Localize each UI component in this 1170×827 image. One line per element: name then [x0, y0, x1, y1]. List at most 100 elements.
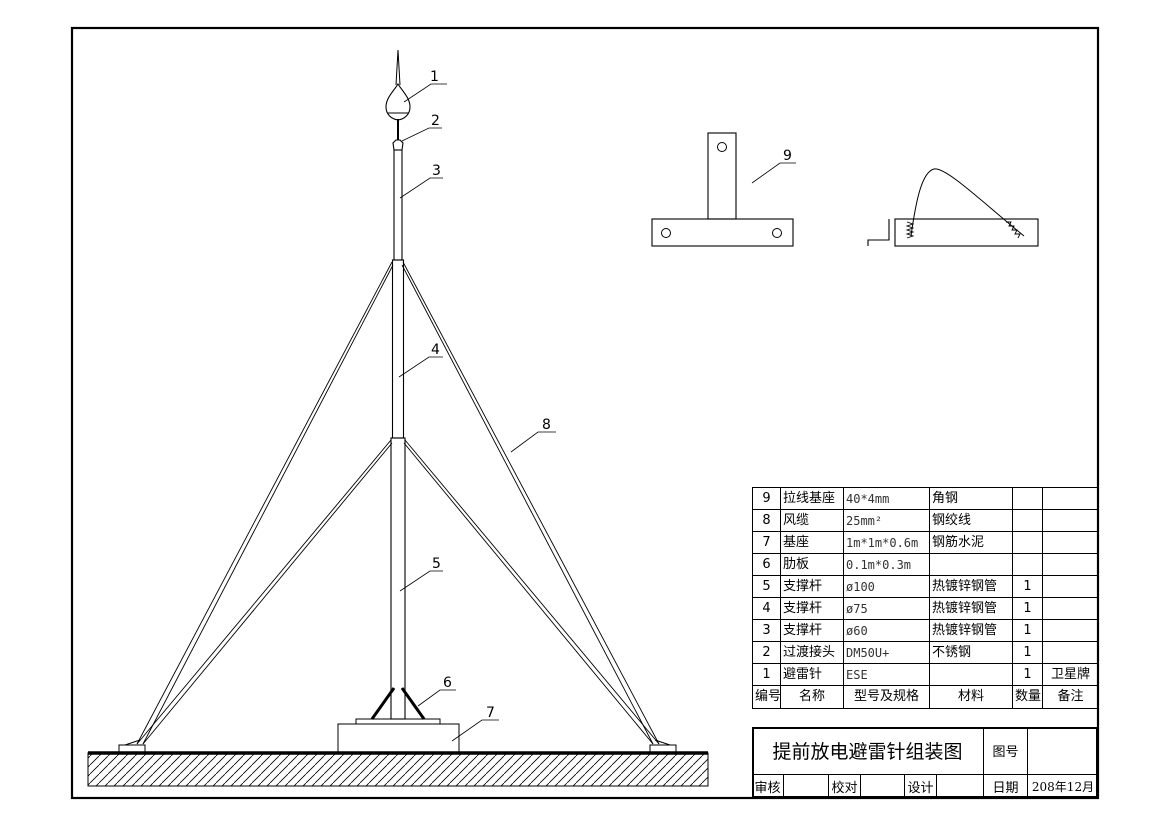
- ese-terminal-icon: [385, 49, 411, 121]
- cell-material: 钢绞线: [929, 509, 1013, 532]
- cell-no: 4: [752, 597, 781, 620]
- cell-spec: ø100: [843, 575, 930, 598]
- title-block: 提前放电避雷针组装图 图号 审核 校对 设计 日期 208年12月: [752, 727, 1098, 798]
- header-name: 名称: [780, 685, 844, 709]
- cell-qty: 1: [1012, 619, 1043, 642]
- cell-name: 过渡接头: [780, 641, 844, 664]
- cell-remark: [1042, 509, 1099, 532]
- design-value: [937, 775, 984, 798]
- cell-name: 基座: [780, 531, 844, 554]
- cell-name: 支撑杆: [780, 575, 844, 598]
- cell-spec: ESE: [843, 663, 930, 686]
- cell-name: 风缆: [780, 509, 844, 532]
- cell-qty: 1: [1012, 641, 1043, 664]
- header-spec: 型号及规格: [843, 685, 930, 709]
- drawing-no-value: [1028, 727, 1098, 775]
- cell-qty: [1012, 509, 1043, 532]
- header-remark: 备注: [1042, 685, 1099, 709]
- cell-spec: 0.1m*0.3m: [843, 553, 930, 576]
- cell-material: 热镀锌钢管: [929, 597, 1013, 620]
- check-label: 校对: [829, 775, 861, 798]
- cell-remark: [1042, 553, 1099, 576]
- cell-remark: [1042, 619, 1099, 642]
- cell-material: 角钢: [929, 487, 1013, 510]
- date-label: 日期: [984, 775, 1028, 798]
- cell-spec: 25mm²: [843, 509, 930, 532]
- guy-bracket-side-view: [867, 168, 1039, 247]
- cell-spec: 1m*1m*0.6m: [843, 531, 930, 554]
- callout-1: 1: [430, 69, 439, 85]
- cell-no: 3: [752, 619, 781, 642]
- cell-no: 9: [752, 487, 781, 510]
- cell-remark: [1042, 575, 1099, 598]
- callout-4: 4: [431, 342, 440, 358]
- guy-anchor-right: [649, 739, 677, 754]
- cell-spec: 40*4mm: [843, 487, 930, 510]
- header-qty: 数量: [1012, 685, 1043, 709]
- cell-remark: 卫星牌: [1042, 663, 1099, 686]
- drawing-no-label: 图号: [984, 727, 1028, 775]
- cell-remark: [1042, 531, 1099, 554]
- callout-6: 6: [443, 675, 452, 691]
- cell-remark: [1042, 487, 1099, 510]
- review-label: 审核: [752, 775, 784, 798]
- cell-no: 7: [752, 531, 781, 554]
- cell-no: 5: [752, 575, 781, 598]
- cell-no: 8: [752, 509, 781, 532]
- leader-lines: [398, 83, 796, 742]
- cell-name: 避雷针: [780, 663, 844, 686]
- parts-list-header: 编号 名称 型号及规格 材料 数量 备注: [752, 685, 1099, 709]
- cell-no: 2: [752, 641, 781, 664]
- cell-material: 热镀锌钢管: [929, 619, 1013, 642]
- rib-plates: [370, 687, 426, 720]
- cell-remark: [1042, 597, 1099, 620]
- cell-name: 支撑杆: [780, 597, 844, 620]
- header-material: 材料: [929, 685, 1013, 709]
- cell-material: 钢筋水泥: [929, 531, 1013, 554]
- guy-bracket-front-view: [651, 132, 794, 247]
- drawing-title: 提前放电避雷针组装图: [752, 727, 984, 775]
- review-value: [784, 775, 829, 798]
- cell-qty: 1: [1012, 663, 1043, 686]
- cell-remark: [1042, 641, 1099, 664]
- cell-qty: 1: [1012, 575, 1043, 598]
- cell-qty: [1012, 553, 1043, 576]
- callout-7: 7: [486, 705, 495, 721]
- date-value: 208年12月: [1031, 780, 1095, 794]
- cell-qty: [1012, 531, 1043, 554]
- cell-no: 1: [752, 663, 781, 686]
- cell-material: 热镀锌钢管: [929, 575, 1013, 598]
- check-value: [861, 775, 905, 798]
- drawing-border: [70, 26, 1100, 800]
- callout-5: 5: [432, 556, 441, 572]
- cell-qty: [1012, 487, 1043, 510]
- cell-spec: ø75: [843, 597, 930, 620]
- cell-spec: ø60: [843, 619, 930, 642]
- callout-2: 2: [431, 113, 440, 129]
- cell-no: 6: [752, 553, 781, 576]
- mast: [390, 119, 406, 720]
- ground: [87, 751, 709, 787]
- callout-3: 3: [432, 163, 441, 179]
- cell-qty: 1: [1012, 597, 1043, 620]
- guy-anchor-left: [118, 739, 146, 754]
- concrete-base: [337, 718, 460, 754]
- header-no: 编号: [752, 685, 781, 709]
- cell-name: 拉线基座: [780, 487, 844, 510]
- design-label: 设计: [905, 775, 937, 798]
- cell-material: [929, 663, 1013, 686]
- cell-spec: DM50U+: [843, 641, 930, 664]
- cell-material: [929, 553, 1013, 576]
- cell-name: 支撑杆: [780, 619, 844, 642]
- callout-8: 8: [542, 417, 551, 433]
